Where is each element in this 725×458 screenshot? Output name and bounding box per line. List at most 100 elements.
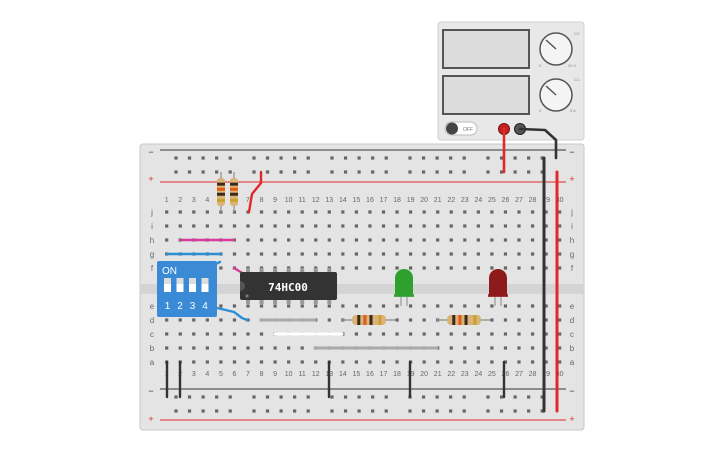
breadboard-hole[interactable] [409,332,413,336]
wire-red-jumper[interactable] [247,170,263,214]
breadboard-hole[interactable] [436,252,440,256]
breadboard-hole[interactable] [381,332,386,336]
rail-hole[interactable] [279,170,283,174]
breadboard-hole[interactable] [246,332,250,336]
rail-hole[interactable] [449,156,453,160]
rail-hole[interactable] [306,409,310,413]
breadboard-hole[interactable] [205,224,209,228]
breadboard-hole[interactable] [287,252,291,256]
rail-hole[interactable] [306,395,310,399]
breadboard-hole[interactable] [517,346,521,350]
breadboard-hole[interactable] [422,360,426,364]
breadboard-hole[interactable] [300,346,304,350]
breadboard-hole[interactable] [354,332,358,336]
rail-hole[interactable] [408,156,412,160]
breadboard-hole[interactable] [314,360,318,364]
rail-hole[interactable] [265,409,270,413]
breadboard-hole[interactable] [530,360,535,364]
breadboard-hole[interactable] [341,266,345,270]
breadboard-hole[interactable] [476,210,480,214]
breadboard-hole[interactable] [178,210,182,214]
rail-hole[interactable] [384,170,388,174]
rail-hole[interactable] [486,170,490,174]
breadboard-hole[interactable] [259,252,264,256]
breadboard-hole[interactable] [246,304,250,308]
rail-hole[interactable] [408,409,412,413]
breadboard-hole[interactable] [544,304,548,308]
rail-hole[interactable] [486,156,490,160]
breadboard-hole[interactable] [273,346,277,350]
breadboard-hole[interactable] [436,266,440,270]
breadboard-hole[interactable] [368,360,372,364]
breadboard-hole[interactable] [354,224,358,228]
rail-hole[interactable] [187,409,192,413]
resistor-2[interactable] [230,178,238,206]
rail-hole[interactable] [215,156,219,160]
breadboard-hole[interactable] [368,304,372,308]
breadboard-hole[interactable] [544,332,548,336]
breadboard-hole[interactable] [287,224,291,228]
breadboard-hole[interactable] [449,266,453,270]
rail-hole[interactable] [201,409,205,413]
breadboard-hole[interactable] [449,346,453,350]
rail-hole[interactable] [201,395,205,399]
breadboard-hole[interactable] [530,266,535,270]
breadboard-hole[interactable] [558,252,562,256]
breadboard-hole[interactable] [463,224,467,228]
breadboard-hole[interactable] [490,224,494,228]
breadboard-hole[interactable] [341,210,345,214]
rail-hole[interactable] [265,395,270,399]
rail-hole[interactable] [449,170,453,174]
breadboard-hole[interactable] [558,238,562,242]
breadboard-hole[interactable] [314,224,318,228]
breadboard-hole[interactable] [463,252,467,256]
rail-hole[interactable] [343,156,348,160]
rail-hole[interactable] [513,395,517,399]
rail-hole[interactable] [540,170,544,174]
rail-hole[interactable] [201,170,205,174]
breadboard-hole[interactable] [219,304,223,308]
breadboard-hole[interactable] [409,252,413,256]
rail-hole[interactable] [330,395,334,399]
breadboard-hole[interactable] [381,304,386,308]
breadboard-hole[interactable] [232,346,237,350]
rail-hole[interactable] [513,409,517,413]
rail-hole[interactable] [371,156,375,160]
rail-hole[interactable] [371,170,375,174]
breadboard-hole[interactable] [314,210,318,214]
breadboard-hole[interactable] [165,238,169,242]
wire-blue-bottom[interactable] [211,305,249,322]
breadboard-hole[interactable] [219,360,223,364]
breadboard-hole[interactable] [273,360,277,364]
rail-hole[interactable] [513,170,517,174]
breadboard-hole[interactable] [490,318,494,322]
rail-hole[interactable] [228,409,232,413]
rail-hole[interactable] [435,409,439,413]
breadboard-hole[interactable] [422,318,426,322]
breadboard-hole[interactable] [476,332,480,336]
rail-hole[interactable] [174,395,178,399]
rail-hole[interactable] [252,170,256,174]
breadboard-hole[interactable] [395,210,399,214]
rail-hole[interactable] [527,170,531,174]
breadboard-hole[interactable] [273,224,277,228]
rail-hole[interactable] [421,395,426,399]
power-switch[interactable]: OFF [444,121,478,136]
breadboard-hole[interactable] [422,304,426,308]
breadboard-hole[interactable] [530,332,535,336]
breadboard-hole[interactable] [409,266,413,270]
rail-hole[interactable] [462,156,466,160]
dip-toggle-2[interactable] [176,278,184,292]
breadboard-hole[interactable] [368,252,372,256]
dip-toggle-1[interactable] [164,278,171,292]
breadboard-hole[interactable] [165,224,169,228]
breadboard-hole[interactable] [273,304,277,308]
breadboard-hole[interactable] [354,360,358,364]
breadboard-hole[interactable] [178,332,182,336]
rail-hole[interactable] [265,170,270,174]
breadboard-hole[interactable] [558,224,562,228]
rail-hole[interactable] [435,156,439,160]
rail-hole[interactable] [357,156,361,160]
breadboard-hole[interactable] [232,304,237,308]
